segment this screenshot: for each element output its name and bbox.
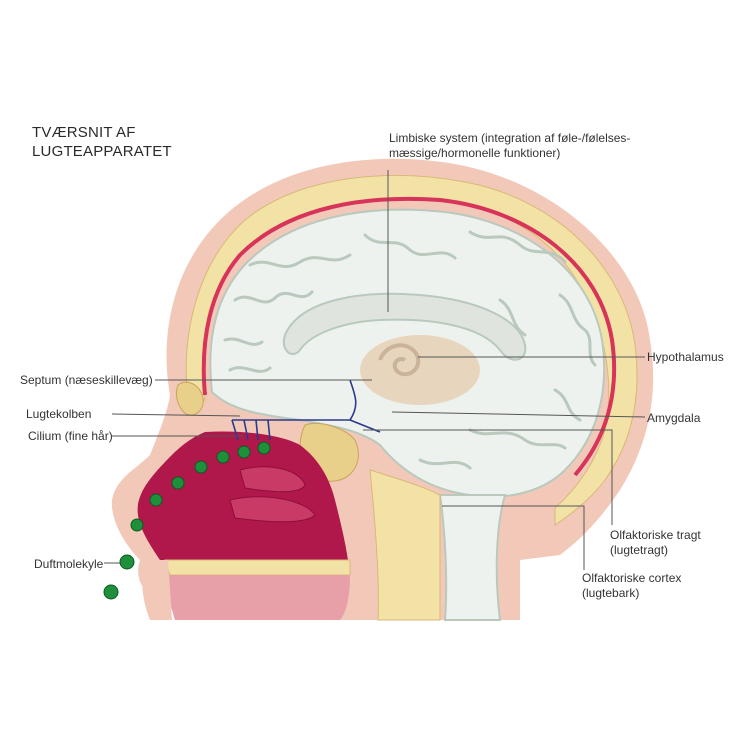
nasal-cavity <box>137 431 348 560</box>
upper-lip <box>142 560 172 620</box>
leader-olf-tract <box>363 429 613 525</box>
leader-lines <box>104 170 646 570</box>
label-septum: Septum (næseskillevæg) <box>20 373 153 387</box>
label-olfactory-tract: Olfaktoriske tragt (lugtetragt) <box>610 528 701 558</box>
label-hypothalamus: Hypothalamus <box>647 350 724 364</box>
leader-olf-cortex <box>442 505 585 570</box>
dura-membrane <box>201 196 617 477</box>
spine <box>369 469 441 621</box>
label-duftmolekyle: Duftmolekyle <box>34 557 104 571</box>
label-cilium: Cilium (fine hår) <box>28 429 113 443</box>
hippocampus-spiral <box>378 343 421 377</box>
leader-amygdala <box>391 411 646 418</box>
label-amygdala: Amygdala <box>647 411 701 425</box>
odor-molecule <box>194 460 208 474</box>
brainstem <box>438 494 507 621</box>
odor-molecule <box>216 450 230 464</box>
label-olf-tract-line-1: Olfaktoriske tragt <box>610 528 701 542</box>
label-limbic-line-2: mæssige/hormonelle funktioner) <box>389 146 561 160</box>
leader-lugtekolben <box>111 413 241 417</box>
label-limbic-system: Limbiske system (integration af føle-/fø… <box>389 131 630 161</box>
diagram-title: TVÆRSNIT AF LUGTEAPPARATET <box>32 123 172 161</box>
odor-molecule <box>103 584 119 600</box>
label-olfactory-cortex: Olfaktoriske cortex (lugtebark) <box>582 571 681 601</box>
corpus-callosum <box>282 292 527 361</box>
odor-molecules <box>103 441 271 600</box>
odor-molecule <box>171 476 185 490</box>
label-olf-tract-line-2: (lugtetragt) <box>610 543 669 557</box>
odor-molecule <box>119 554 135 570</box>
title-line-1: TVÆRSNIT AF <box>32 124 136 141</box>
label-olf-cortex-line-2: (lugtebark) <box>582 586 640 600</box>
odor-molecule <box>149 493 163 507</box>
odor-molecule <box>237 445 251 459</box>
label-lugtekolben: Lugtekolben <box>26 407 92 421</box>
label-limbic-line-1: Limbiske system (integration af føle-/fø… <box>389 131 631 145</box>
nasal-turbinates <box>229 466 316 523</box>
title-line-2: LUGTEAPPARATET <box>32 143 172 160</box>
mouth-tongue <box>168 575 350 620</box>
odor-molecule <box>257 441 271 455</box>
palate <box>164 559 351 576</box>
thalamus <box>360 335 480 405</box>
label-olf-cortex-line-1: Olfaktoriske cortex <box>582 571 682 585</box>
frontal-sinus <box>175 381 204 416</box>
odor-molecule <box>130 518 144 532</box>
